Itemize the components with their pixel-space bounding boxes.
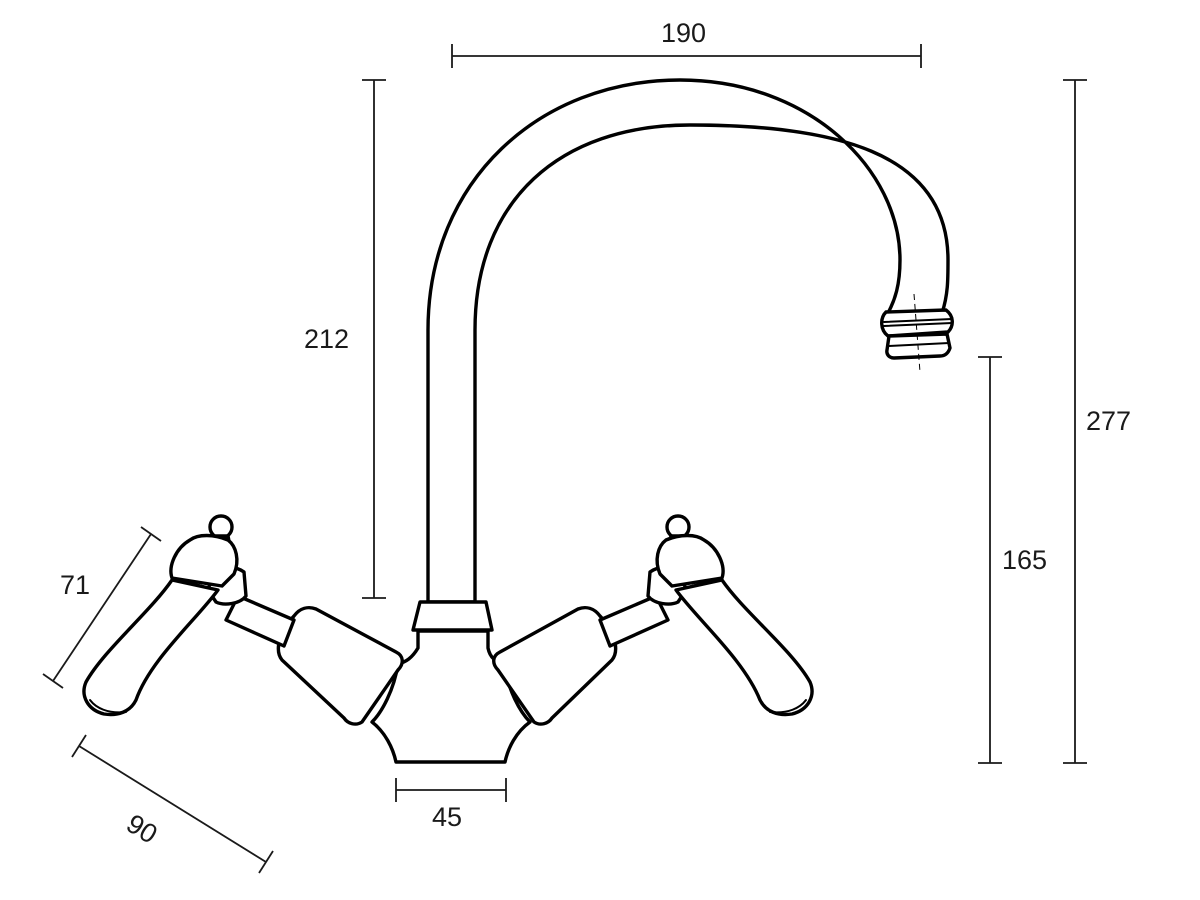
- dimension-71-line: [42, 526, 162, 689]
- dimension-90-line: [71, 734, 274, 874]
- left-lever-handle: [82, 514, 404, 726]
- dimension-45-line: [395, 778, 507, 802]
- dimension-277-line: [1063, 79, 1087, 764]
- dimension-165-line: [978, 356, 1002, 764]
- dimension-212-line: [362, 79, 386, 599]
- dimension-190-line: [451, 44, 922, 68]
- dimension-label-overall-height: 277: [1086, 406, 1132, 436]
- dimension-label-spout-height: 212: [304, 324, 350, 354]
- dimension-label-base-width: 45: [432, 802, 463, 832]
- dimension-label-spout-reach: 190: [661, 18, 707, 48]
- dimension-label-outlet-height: 165: [1002, 545, 1048, 575]
- spout-aerator-outlet: [880, 293, 954, 373]
- right-lever-handle: [492, 514, 814, 726]
- dimension-label-lever-height: 71: [60, 570, 91, 600]
